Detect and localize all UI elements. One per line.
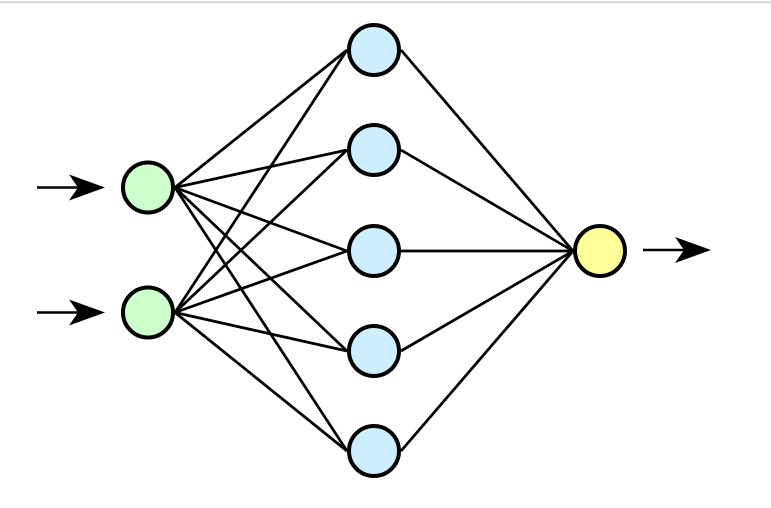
edge-i1-h1	[174, 48, 348, 189]
edge-i2-h1	[173, 49, 349, 314]
hidden-node-3	[347, 224, 401, 278]
input-arrow-1-head	[69, 174, 105, 201]
edge-h5-o1	[399, 250, 575, 452]
border-layer	[0, 1, 771, 4]
edge-i2-h4	[174, 311, 348, 353]
edge-h4-o1	[400, 249, 574, 353]
edge-i1-h5	[173, 186, 349, 452]
input-arrow-2-head	[69, 299, 105, 326]
output-arrow-head	[675, 237, 711, 263]
output-node-1	[573, 224, 627, 278]
input-arrow-1	[37, 174, 105, 201]
edge-i2-h2	[174, 149, 348, 314]
edges-layer	[173, 48, 575, 453]
arrows-layer	[37, 174, 711, 326]
input-arrow-2	[37, 299, 105, 326]
output-arrow	[643, 237, 711, 263]
hidden-node-1	[347, 23, 401, 77]
top-border-line	[0, 1, 771, 4]
hidden-node-4	[347, 324, 401, 378]
edge-i1-h3	[174, 186, 348, 253]
input-node-1	[121, 160, 175, 215]
nodes-layer	[121, 23, 627, 478]
edge-i1-h4	[174, 186, 348, 352]
input-node-2	[121, 285, 175, 340]
edge-i1-h2	[174, 148, 348, 189]
edge-i2-h3	[174, 249, 348, 314]
edge-i2-h5	[174, 311, 348, 453]
hidden-node-5	[347, 424, 401, 478]
hidden-node-2	[347, 123, 401, 177]
edge-h2-o1	[400, 148, 574, 253]
edge-h1-o1	[399, 49, 575, 252]
